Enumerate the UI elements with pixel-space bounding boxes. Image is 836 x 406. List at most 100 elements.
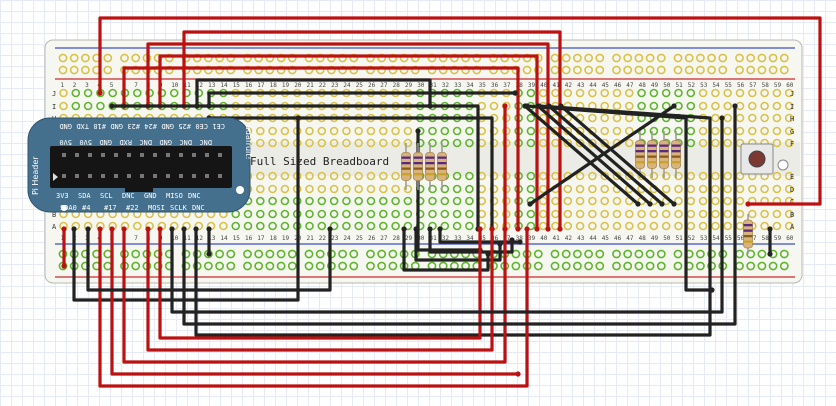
row-letter: J bbox=[790, 90, 794, 98]
column-number: 20 bbox=[294, 82, 302, 89]
push-button[interactable] bbox=[740, 143, 789, 175]
hole bbox=[674, 184, 683, 194]
wire bbox=[182, 104, 737, 326]
rail-hole bbox=[623, 65, 633, 75]
column-number: 56 bbox=[737, 235, 745, 242]
hole bbox=[588, 221, 597, 231]
column-number: 48 bbox=[639, 82, 647, 89]
column-number: 32 bbox=[442, 82, 450, 89]
pin-label: SCL bbox=[100, 192, 113, 200]
pin bbox=[192, 174, 196, 178]
pin-label: #18 bbox=[93, 122, 106, 130]
rail-hole bbox=[573, 261, 582, 271]
hole bbox=[612, 113, 622, 123]
rail-hole bbox=[673, 249, 683, 259]
pin bbox=[179, 153, 183, 157]
column-number: 14 bbox=[220, 235, 228, 242]
hole bbox=[255, 221, 265, 231]
wire-end bbox=[512, 90, 518, 96]
rail-hole bbox=[573, 65, 582, 75]
wire bbox=[98, 16, 822, 206]
rail-hole bbox=[81, 65, 90, 75]
hole bbox=[452, 126, 462, 136]
wire bbox=[86, 227, 332, 292]
rail-hole bbox=[656, 53, 666, 63]
wire-end bbox=[534, 226, 540, 232]
hole bbox=[428, 196, 437, 206]
column-number: 57 bbox=[749, 235, 757, 242]
hole bbox=[588, 88, 597, 98]
column-number: 32 bbox=[442, 235, 450, 242]
hole bbox=[760, 126, 769, 136]
wire-end bbox=[545, 226, 551, 232]
hole bbox=[452, 184, 462, 194]
wire-end bbox=[109, 226, 115, 232]
column-number: 31 bbox=[430, 82, 438, 89]
rail-hole bbox=[103, 65, 113, 75]
pin bbox=[205, 174, 209, 178]
rail-hole bbox=[265, 249, 275, 259]
hole bbox=[526, 88, 536, 98]
wire-end bbox=[489, 226, 495, 232]
hole bbox=[760, 209, 769, 219]
column-number: 37 bbox=[503, 82, 511, 89]
pin-label: SCLK bbox=[170, 204, 188, 212]
resistor-band bbox=[413, 162, 423, 165]
rail-hole bbox=[645, 53, 655, 63]
hole bbox=[342, 171, 351, 181]
cobbler-connector bbox=[50, 146, 232, 188]
hole bbox=[354, 196, 364, 206]
column-number: 15 bbox=[233, 82, 241, 89]
wire-end bbox=[169, 226, 175, 232]
hole bbox=[723, 221, 733, 231]
hole bbox=[612, 88, 622, 98]
wires-under bbox=[61, 16, 822, 388]
pin bbox=[75, 153, 79, 157]
column-number: 41 bbox=[553, 235, 561, 242]
hole bbox=[575, 184, 585, 194]
column-number: 7 bbox=[134, 82, 138, 89]
column-number: 18 bbox=[270, 235, 278, 242]
hole bbox=[624, 138, 634, 148]
hole bbox=[403, 221, 413, 231]
hole bbox=[403, 196, 413, 206]
wires-over bbox=[522, 103, 677, 207]
rail-hole bbox=[573, 249, 582, 259]
column-number: 44 bbox=[589, 82, 597, 89]
hole bbox=[231, 221, 240, 231]
hole bbox=[588, 184, 597, 194]
pin-label: #17 bbox=[104, 204, 117, 212]
hole bbox=[440, 126, 450, 136]
rail-hole bbox=[612, 249, 621, 259]
column-number: 33 bbox=[454, 82, 462, 89]
wire-end bbox=[515, 226, 521, 232]
hole bbox=[723, 196, 733, 206]
hole bbox=[575, 196, 585, 206]
hole bbox=[526, 113, 536, 123]
hole bbox=[784, 113, 794, 123]
rail-hole bbox=[103, 53, 113, 63]
rail-hole bbox=[533, 261, 543, 271]
adafruit-logo bbox=[236, 186, 244, 194]
rail-hole bbox=[388, 249, 398, 259]
hole bbox=[280, 221, 290, 231]
column-number: 1 bbox=[61, 82, 65, 89]
column-number: 47 bbox=[626, 82, 634, 89]
column-number: 52 bbox=[688, 235, 696, 242]
column-number: 37 bbox=[503, 235, 511, 242]
hole bbox=[760, 101, 769, 111]
column-number: 48 bbox=[639, 235, 647, 242]
wire-end bbox=[71, 226, 77, 232]
hole bbox=[378, 221, 388, 231]
column-number: 42 bbox=[565, 82, 573, 89]
rail-hole bbox=[215, 261, 224, 271]
rail-hole bbox=[120, 53, 129, 63]
column-number: 16 bbox=[245, 82, 253, 89]
hole bbox=[711, 113, 720, 123]
hole bbox=[772, 88, 782, 98]
rail-hole bbox=[735, 53, 744, 63]
hole bbox=[378, 209, 388, 219]
pin bbox=[218, 174, 222, 178]
rail-hole bbox=[561, 249, 571, 259]
